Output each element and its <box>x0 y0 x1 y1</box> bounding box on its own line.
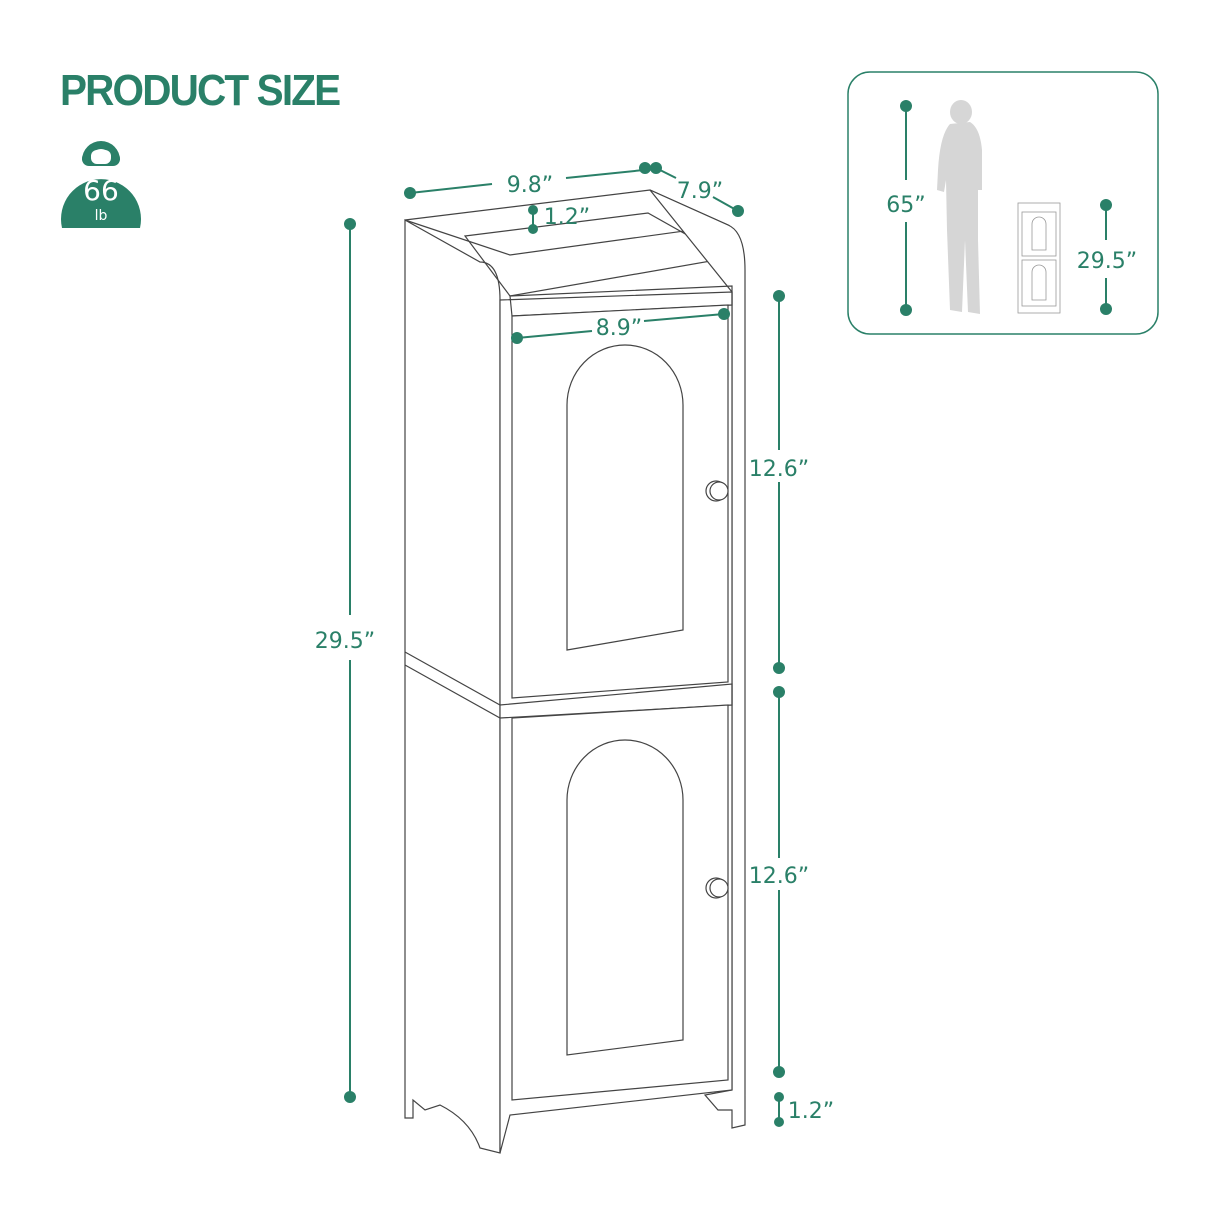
lower-door-height-label: 12.6” <box>749 864 809 889</box>
top-rail-dimension <box>528 205 538 234</box>
person-silhouette-icon <box>937 100 982 314</box>
door-width-dimension <box>511 308 730 344</box>
cabinet-thumbnail <box>1017 202 1061 314</box>
total-height-label: 29.5” <box>315 629 375 654</box>
total-height-dimension <box>344 218 356 1103</box>
upper-door-height-dimension <box>773 290 785 674</box>
base-height-dimension <box>774 1092 784 1127</box>
weight-unit: lb <box>95 208 108 224</box>
width-dimension <box>404 162 651 199</box>
door-width-label: 8.9” <box>596 316 642 341</box>
page-title: PRODUCT SIZE <box>60 66 341 115</box>
top-rail-label: 1.2” <box>544 205 590 230</box>
upper-door-height-label: 12.6” <box>749 457 809 482</box>
cabinet-height-dimension <box>1100 199 1112 315</box>
depth-label: 7.9” <box>677 179 723 204</box>
lower-door-height-dimension <box>773 686 785 1078</box>
width-label: 9.8” <box>507 173 553 198</box>
weight-value: 66 <box>83 174 119 207</box>
depth-dimension <box>650 162 744 217</box>
cabinet-drawing <box>404 189 746 1154</box>
cabinet-height-label: 29.5” <box>1077 249 1137 274</box>
kettlebell-icon <box>61 141 141 228</box>
person-height-dimension <box>900 100 912 316</box>
person-height-label: 65” <box>886 193 925 218</box>
base-height-label: 1.2” <box>788 1099 834 1124</box>
comparison-box <box>847 71 1159 335</box>
